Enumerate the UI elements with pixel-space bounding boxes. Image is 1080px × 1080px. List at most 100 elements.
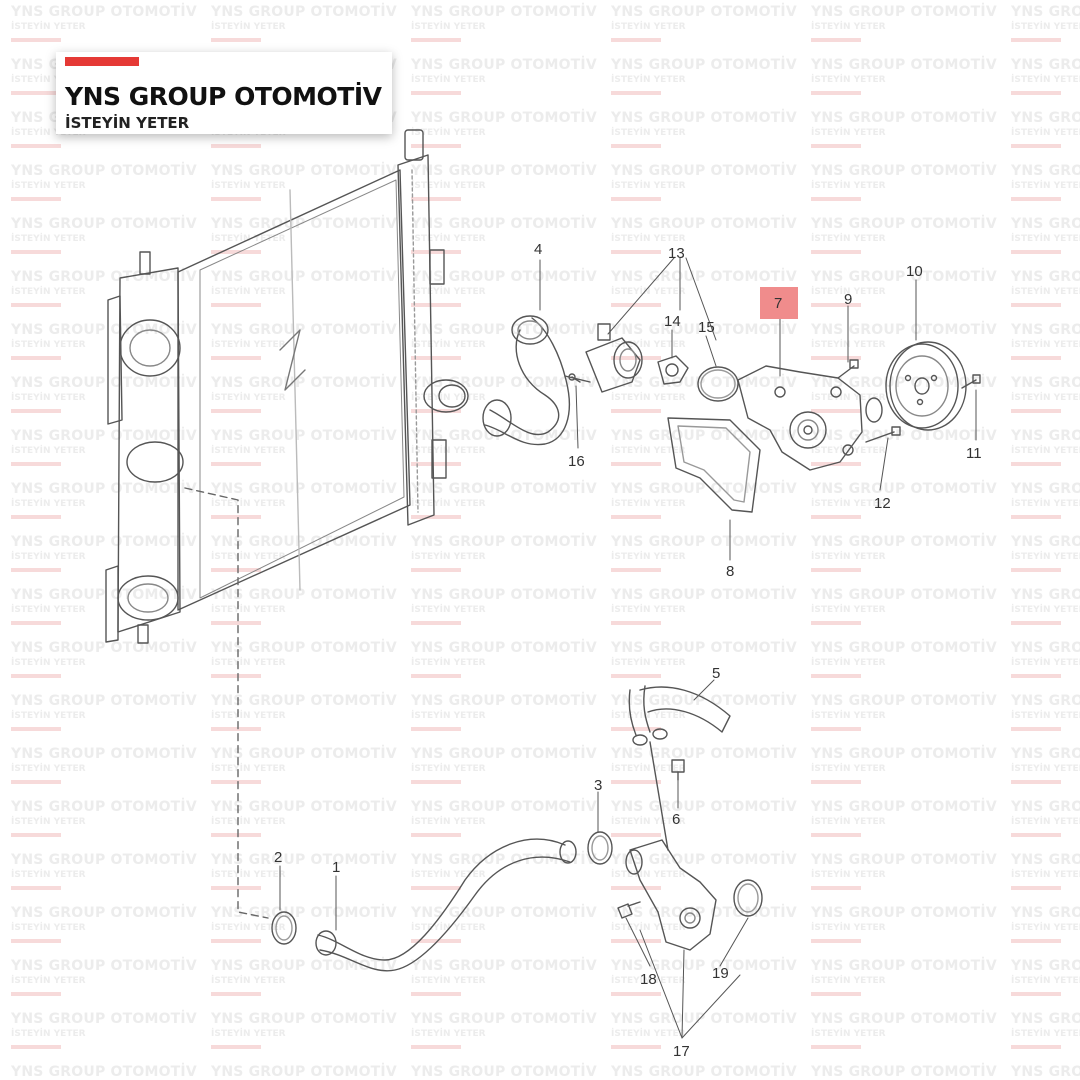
watermark-bar	[411, 250, 461, 254]
watermark-bar	[1011, 568, 1061, 572]
watermark-brand: YNS GROUP OTOMOTİV	[411, 958, 597, 974]
watermark-bar	[611, 303, 661, 307]
watermark-slogan: İSTEYİN YETER	[1011, 976, 1080, 986]
watermark-bar	[11, 38, 61, 42]
watermark-brand: YNS GROUP OTOMOTİV	[211, 958, 397, 974]
callout-16: 16	[568, 453, 585, 470]
watermark-brand: YNS GROUP OTOMOTİV	[411, 163, 597, 179]
callout-4: 4	[534, 241, 542, 258]
callout-19: 19	[712, 965, 729, 982]
watermark-brand: YNS GROUP OTOMOTİV	[11, 640, 197, 656]
watermark-slogan: İSTEYİN YETER	[1011, 658, 1080, 668]
watermark-bar	[411, 303, 461, 307]
watermark-brand: YNS GROUP OTOMOTİV	[811, 163, 997, 179]
watermark-slogan: İSTEYİN YETER	[211, 499, 286, 509]
bolt-16	[571, 376, 581, 383]
hose-clamp-3-inner	[591, 835, 609, 861]
callout-13: 13	[668, 245, 685, 262]
watermark-bar	[811, 568, 861, 572]
watermark-brand: YNS GROUP OTOMOTİV	[1011, 110, 1080, 126]
watermark-slogan: İSTEYİN YETER	[411, 393, 486, 403]
watermark-bar	[11, 250, 61, 254]
watermark-brand: YNS GROUP OTOMOTİV	[811, 587, 997, 603]
watermark-slogan: İSTEYİN YETER	[11, 923, 86, 933]
watermark-slogan: İSTEYİN YETER	[811, 22, 886, 32]
watermark-bar	[211, 1045, 261, 1049]
watermark-brand: YNS GROUP OTOMOTİV	[11, 163, 197, 179]
watermark-slogan: İSTEYİN YETER	[411, 128, 486, 138]
callout-11: 11	[966, 445, 982, 462]
watermark-brand: YNS GROUP OTOMOTİV	[811, 375, 997, 391]
watermark-brand: YNS GROUP OTOMOTİV	[811, 481, 997, 497]
bolt-6	[671, 759, 685, 781]
pulley	[885, 341, 967, 431]
watermark-brand: YNS GROUP OTOMOTİV	[811, 746, 997, 762]
watermark-bar	[11, 91, 61, 95]
watermark-bar	[811, 356, 861, 360]
watermark-brand: YNS GROUP OTOMOTİV	[811, 110, 997, 126]
watermark-brand: YNS GROUP OTOMOTİV	[411, 693, 597, 709]
watermark-slogan: İSTEYİN YETER	[11, 499, 86, 509]
callout-10: 10	[906, 263, 923, 280]
watermark-brand: YNS GROUP OTOMOTİV	[411, 322, 597, 338]
watermark-bar	[11, 886, 61, 890]
watermark-brand: YNS GROUP OTOMOTİV	[611, 587, 797, 603]
watermark-brand: YNS GROUP OTOMOTİV	[211, 799, 397, 815]
watermark-brand: YNS GROUP OTOMOTİV	[1011, 534, 1080, 550]
watermark-slogan: İSTEYİN YETER	[211, 817, 286, 827]
watermark-slogan: İSTEYİN YETER	[211, 22, 286, 32]
watermark-slogan: İSTEYİN YETER	[1011, 181, 1080, 191]
watermark-bar	[411, 91, 461, 95]
watermark-slogan: İSTEYİN YETER	[811, 552, 886, 562]
watermark-bar	[11, 1045, 61, 1049]
watermark-brand: YNS GROUP OTOMOTİV	[411, 269, 597, 285]
watermark-tile: YNS GROUP OTOMOTİV İSTEYİN YETER	[400, 529, 600, 582]
watermark-bar	[611, 780, 661, 784]
watermark-bar	[1011, 303, 1061, 307]
watermark-slogan: İSTEYİN YETER	[611, 658, 686, 668]
watermark-bar	[211, 250, 261, 254]
callout-8: 8	[726, 563, 734, 580]
watermark-brand: YNS GROUP OTOMOTİV	[611, 534, 797, 550]
watermark-slogan: İSTEYİN YETER	[811, 764, 886, 774]
watermark-bar	[211, 462, 261, 466]
watermark-brand: YNS GROUP OTOMOTİV	[811, 534, 997, 550]
watermark-brand: YNS GROUP OTOMOTİV	[11, 693, 197, 709]
callout-2: 2	[274, 849, 282, 866]
watermark-slogan: İSTEYİN YETER	[1011, 499, 1080, 509]
hose-clamp-2-inner	[275, 915, 293, 941]
watermark-slogan: İSTEYİN YETER	[11, 393, 86, 403]
watermark-brand: YNS GROUP OTOMOTİV	[211, 1011, 397, 1027]
watermark-brand: YNS GROUP OTOMOTİV	[411, 640, 597, 656]
watermark-brand: YNS GROUP OTOMOTİV	[1011, 4, 1080, 20]
watermark-brand: YNS GROUP OTOMOTİV	[11, 905, 197, 921]
watermark-brand: YNS GROUP OTOMOTİV	[411, 746, 597, 762]
watermark-slogan: İSTEYİN YETER	[411, 552, 486, 562]
callout-5: 5	[712, 665, 720, 682]
brand-name: YNS GROUP OTOMOTİV	[65, 82, 382, 111]
watermark-brand: YNS GROUP OTOMOTİV	[211, 375, 397, 391]
watermark-slogan: İSTEYİN YETER	[611, 234, 686, 244]
watermark-brand: YNS GROUP OTOMOTİV	[611, 163, 797, 179]
watermark-bar	[811, 674, 861, 678]
watermark-bar	[11, 568, 61, 572]
thermostat-housing	[585, 323, 643, 393]
watermark-brand: YNS GROUP OTOMOTİV	[411, 534, 597, 550]
watermark-brand: YNS GROUP OTOMOTİV	[611, 322, 797, 338]
